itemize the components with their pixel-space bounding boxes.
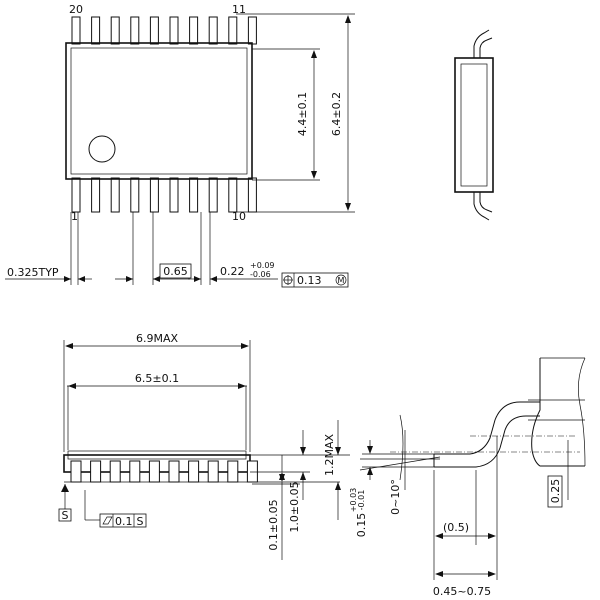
dim-lead-width: 0.22 bbox=[220, 265, 245, 278]
bottom-pin bbox=[189, 177, 199, 213]
dim-standoff: 0.1±0.05 bbox=[267, 499, 280, 550]
side-lead bbox=[168, 460, 180, 483]
top-pin bbox=[91, 16, 101, 45]
package-body-top bbox=[65, 42, 253, 180]
top-pin bbox=[110, 16, 120, 45]
flatness-tolerance-frame: 0.1 S bbox=[84, 490, 147, 528]
top-pin bbox=[169, 16, 179, 45]
side-lead bbox=[207, 460, 219, 483]
dim-body-width: 4.4±0.1 bbox=[296, 92, 309, 136]
pitch-box bbox=[159, 263, 192, 279]
bottom-pin bbox=[247, 177, 257, 213]
detail-lead bbox=[434, 401, 540, 455]
pin1-marker-icon bbox=[88, 135, 116, 163]
top-pin-row bbox=[71, 16, 257, 45]
pin-label-20: 20 bbox=[69, 3, 83, 16]
top-pin bbox=[71, 16, 81, 45]
dim-foot-length: 0.45~0.75 bbox=[433, 585, 491, 598]
bottom-pin bbox=[71, 177, 81, 213]
dim-body-length: 6.5±0.1 bbox=[135, 372, 179, 385]
dim-height-max: 1.2MAX bbox=[323, 434, 336, 477]
datum-label: S bbox=[62, 509, 69, 522]
package-body-inner bbox=[70, 47, 248, 175]
side-lead bbox=[109, 460, 121, 483]
side-lead bbox=[129, 460, 141, 483]
dim-lead-length-ref: (0.5) bbox=[443, 521, 469, 534]
flatness-datum: S bbox=[137, 515, 144, 528]
flatness-symbol-icon bbox=[102, 516, 113, 525]
bottom-pin bbox=[110, 177, 120, 213]
top-pin bbox=[247, 16, 257, 45]
side-view: 6.9MAX 6.5±0.1 1.2MAX 1.0±0.05 0.1±0.05 bbox=[58, 332, 350, 560]
top-view: 20 11 1 10 4.4±0.1 6.4±0.2 0.325TYP bbox=[5, 3, 355, 288]
dim-clearance: 0.25 bbox=[549, 479, 562, 504]
end-view bbox=[454, 29, 494, 221]
dim-lead-width-plus: +0.09 bbox=[250, 261, 275, 270]
end-view-lead-top bbox=[473, 29, 490, 58]
bottom-pin bbox=[91, 177, 101, 213]
pin-label-10: 10 bbox=[232, 210, 246, 223]
dim-lead-thickness-plus: +0.03 bbox=[349, 488, 358, 513]
side-lead bbox=[227, 460, 239, 483]
clearance-box bbox=[547, 475, 563, 508]
side-lead bbox=[148, 460, 160, 483]
end-view-body-inner bbox=[460, 63, 488, 187]
bottom-pin bbox=[228, 177, 238, 213]
dim-lead-thickness: 0.15 bbox=[355, 513, 368, 538]
side-lead bbox=[188, 460, 200, 483]
dim-lead-width-minus: -0.06 bbox=[250, 270, 271, 279]
dim-foot-angle: 0~10° bbox=[389, 479, 402, 515]
side-lead bbox=[246, 460, 258, 483]
pin-label-1: 1 bbox=[71, 210, 78, 223]
dim-lead-edge: 0.325TYP bbox=[7, 266, 59, 279]
dim-body-thickness: 1.0±0.05 bbox=[288, 481, 301, 532]
side-lead bbox=[70, 460, 82, 483]
position-tolerance-frame: 0.13 M bbox=[281, 272, 349, 288]
position-tolerance-value: 0.13 bbox=[297, 274, 322, 287]
top-pin bbox=[130, 16, 140, 45]
top-pin bbox=[189, 16, 199, 45]
dim-pitch: 0.65 bbox=[163, 265, 188, 278]
end-view-lead-bottom bbox=[473, 192, 490, 221]
detail-body-outline bbox=[531, 358, 585, 467]
top-pin bbox=[208, 16, 218, 45]
bottom-pin-row bbox=[71, 177, 257, 213]
bottom-pin bbox=[149, 177, 159, 213]
mmc-symbol-icon bbox=[335, 274, 347, 286]
dim-lead-thickness-minus: -0.01 bbox=[357, 490, 366, 511]
lead-detail-view: 0~10° 0.15 +0.03 -0.01 (0.5) 0.45~0.75 0… bbox=[349, 357, 586, 598]
bottom-pin bbox=[169, 177, 179, 213]
position-modifier: M bbox=[338, 276, 345, 285]
top-pin bbox=[228, 16, 238, 45]
dim-overall-length: 6.9MAX bbox=[136, 332, 179, 345]
pin-label-11: 11 bbox=[232, 3, 246, 16]
dim-overall-width: 6.4±0.2 bbox=[330, 92, 343, 136]
top-pin bbox=[149, 16, 159, 45]
flatness-value: 0.1 bbox=[115, 515, 133, 528]
bottom-pin bbox=[208, 177, 218, 213]
bottom-pin bbox=[130, 177, 140, 213]
side-lead bbox=[90, 460, 102, 483]
